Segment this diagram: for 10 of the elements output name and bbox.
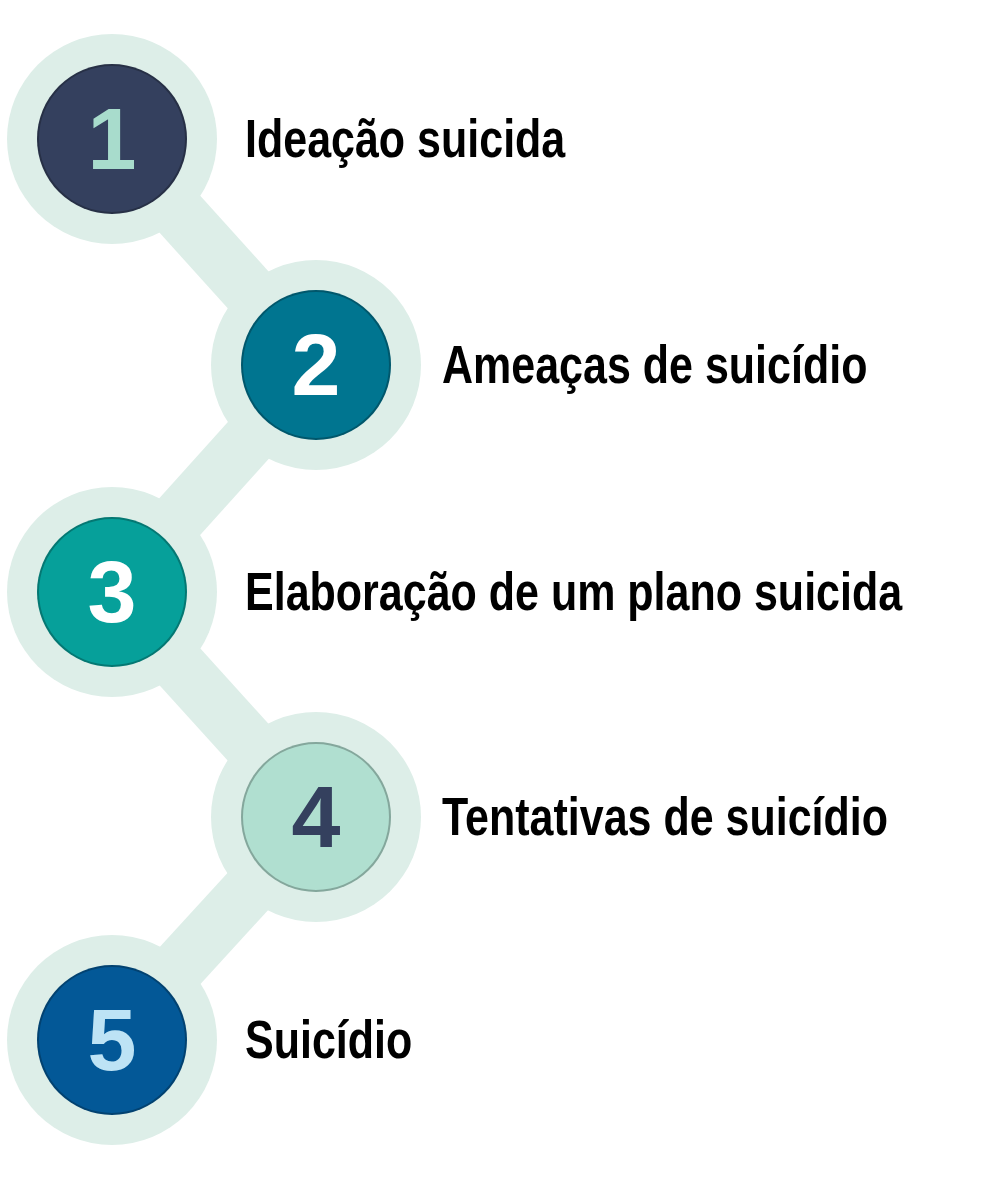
- step-number: 3: [87, 548, 137, 636]
- step-number: 5: [87, 996, 137, 1084]
- step-label: Tentativas de suicídio: [442, 789, 889, 844]
- step-label: Ameaças de suicídio: [442, 337, 868, 392]
- step-number: 2: [291, 321, 341, 409]
- step-label: Elaboração de um plano suicida: [245, 564, 903, 619]
- step-label: Suicídio: [245, 1012, 413, 1067]
- step-number: 1: [87, 95, 137, 183]
- step-label: Ideação suicida: [245, 111, 566, 166]
- step-number: 4: [291, 773, 341, 861]
